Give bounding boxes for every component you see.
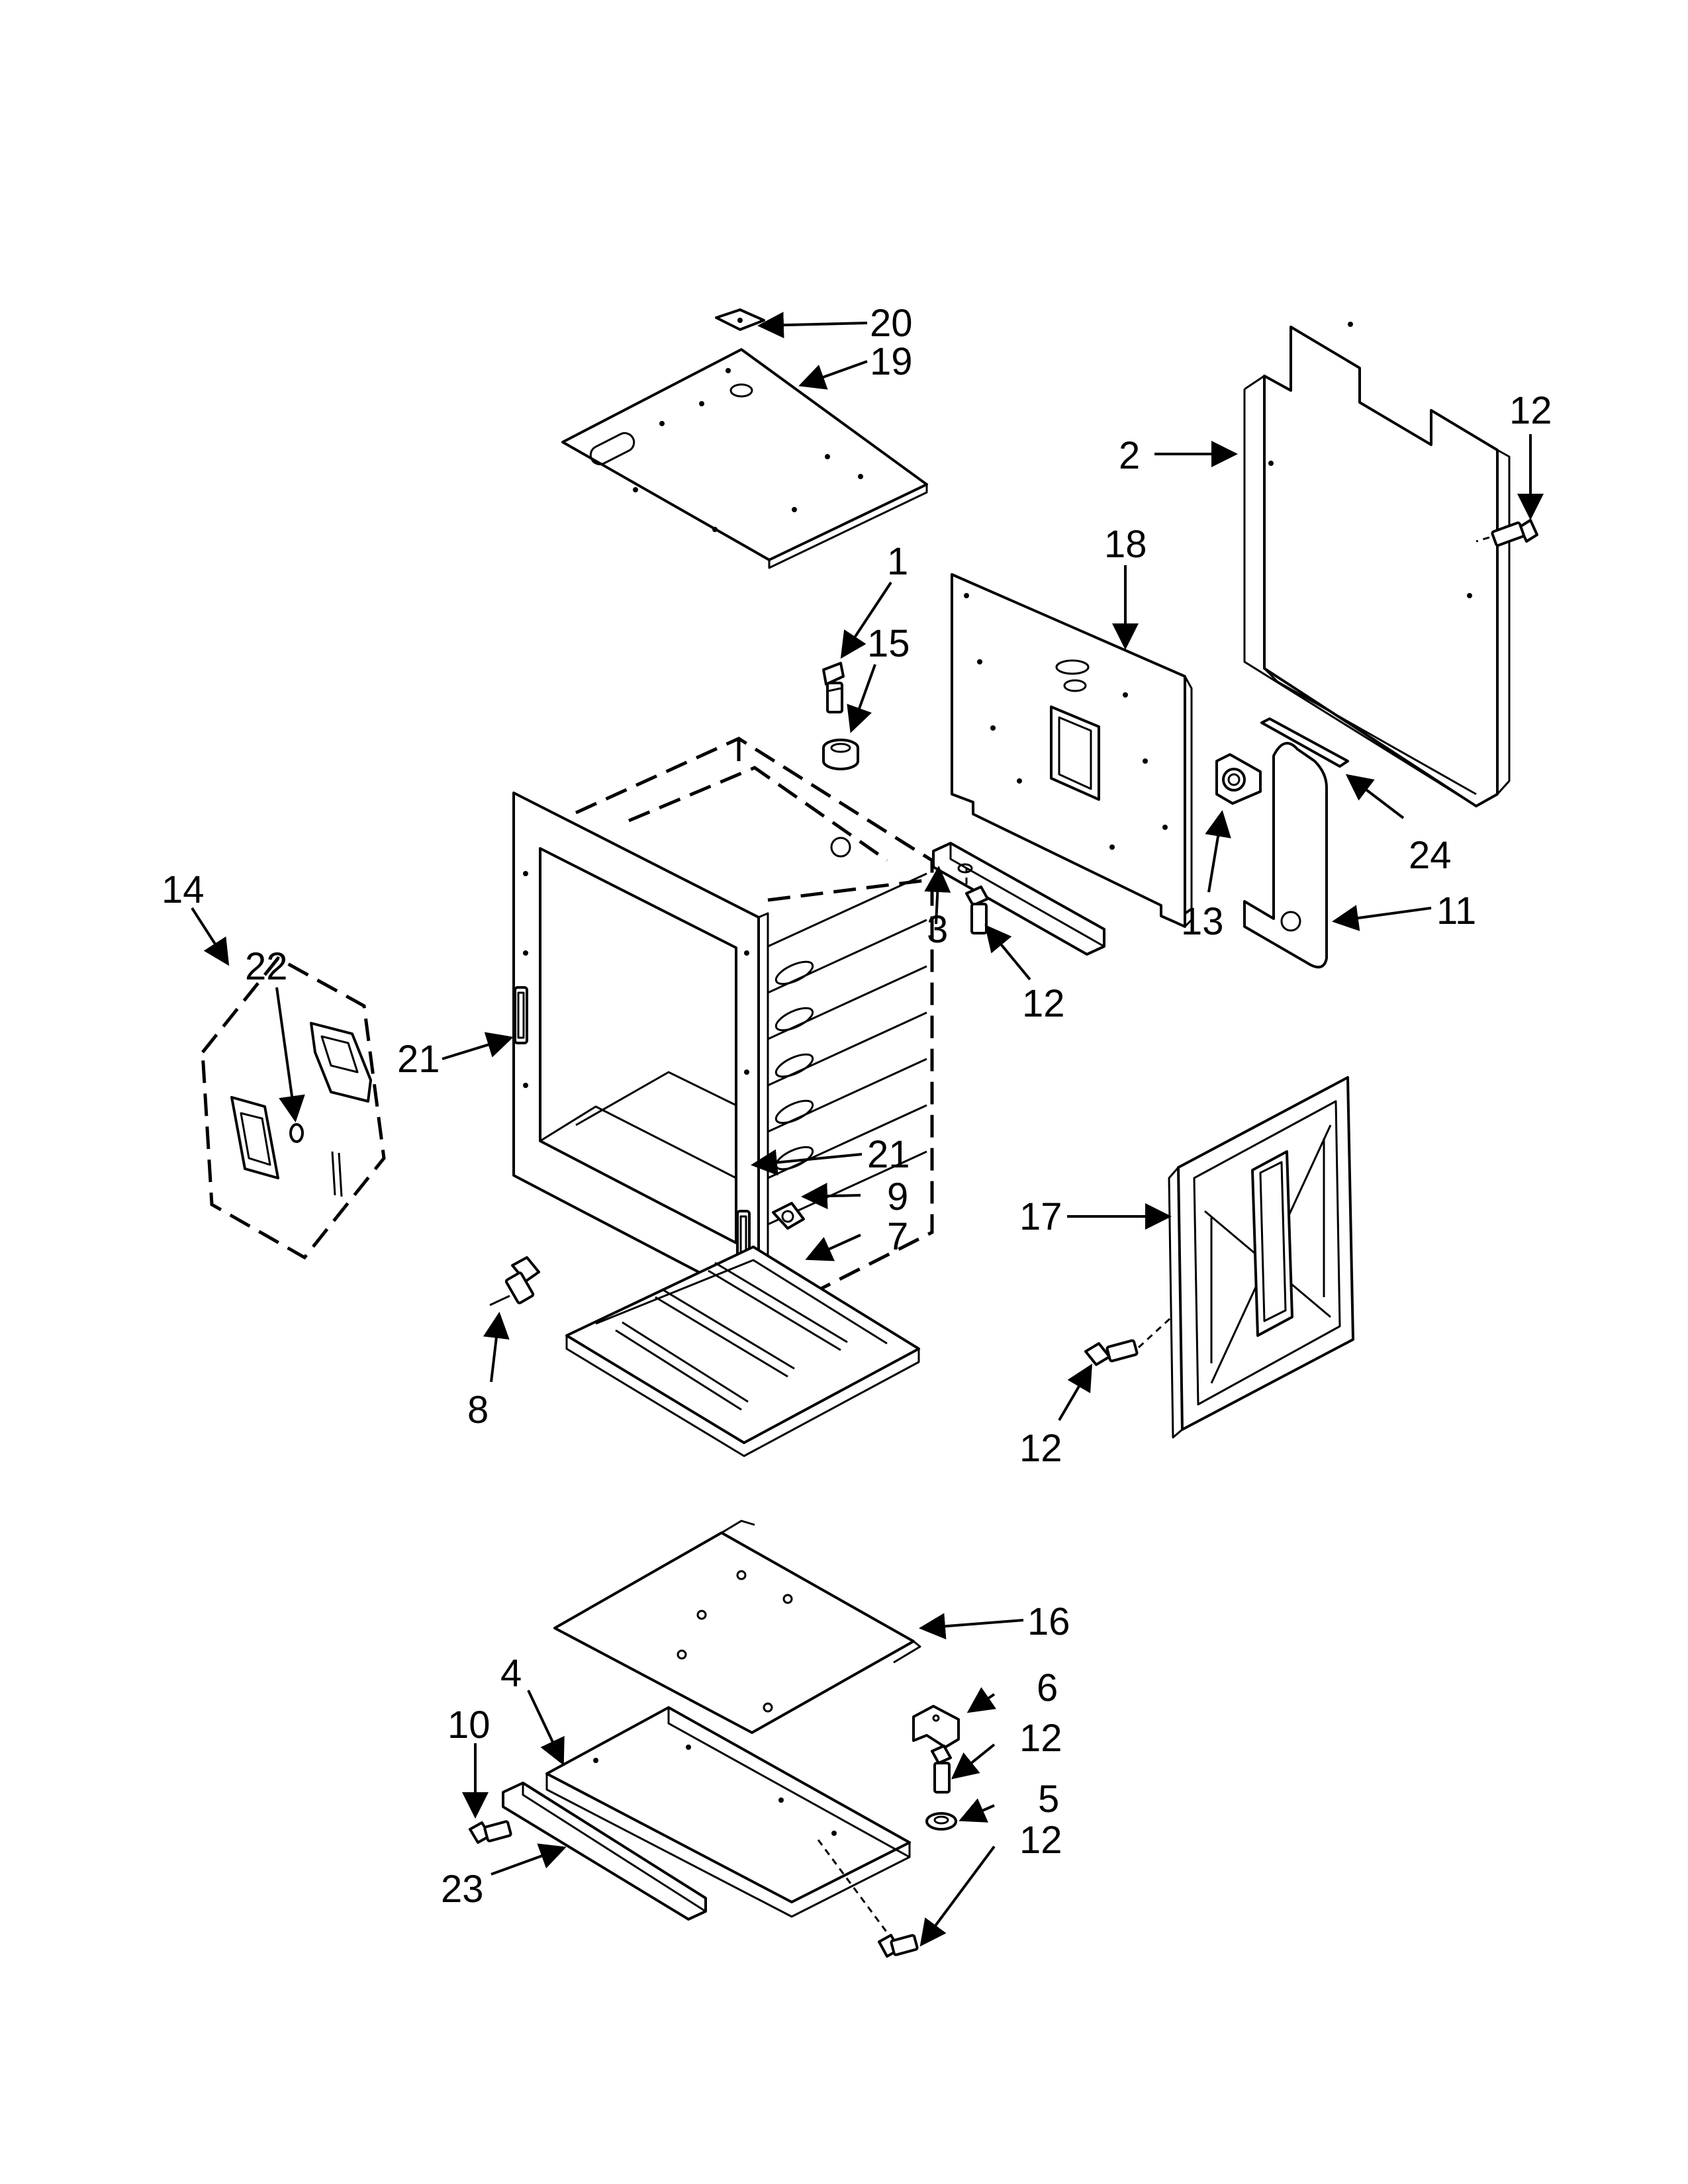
part-17-frame [1168,1076,1354,1439]
callout-17: 17 [1019,1195,1062,1238]
part-7-bottom-tray [565,1246,920,1457]
callout-12-e: 12 [1019,1819,1062,1862]
callout-7: 7 [887,1215,908,1258]
part-2-back-wrap [1243,322,1511,807]
callout-6: 6 [1037,1666,1058,1709]
callout-3: 3 [927,908,948,951]
leader-lines [191,312,1544,1947]
part-15-grommet [822,739,859,770]
callout-12-a: 12 [1509,389,1552,432]
part-12-screw-rear [965,886,989,934]
callout-12-c: 12 [1019,1427,1062,1470]
part-12-screw-bottom [878,1934,919,1958]
callout-9: 9 [887,1175,908,1218]
callout-5: 5 [1038,1778,1059,1821]
assembly-lines [817,536,1490,1933]
part-16-base-plate [553,1520,921,1734]
callout-10: 10 [447,1704,491,1747]
part-18-rear-panel [951,573,1193,928]
callout-20: 20 [870,302,913,345]
part-24-bracket [1260,717,1349,768]
callout-11: 11 [1436,889,1476,933]
callout-22: 22 [245,945,288,988]
callout-2: 2 [1119,434,1140,477]
part-1-screw [822,662,845,713]
part-8-switch [489,1256,540,1306]
part-14-light-assembly [201,956,386,1260]
callout-labels: 20 19 2 12 1 18 15 14 24 11 3 13 22 12 2… [162,302,1552,1911]
part-10-screw [469,1820,512,1844]
callout-8: 8 [467,1388,489,1432]
part-6-bracket [912,1705,960,1749]
callout-24: 24 [1409,834,1452,877]
part-19-top-panel [561,348,928,569]
callout-14: 14 [162,868,205,911]
part-12-screw-wrap [1491,519,1538,547]
callout-1: 1 [887,540,908,583]
part-12-screw-lower [931,1745,952,1794]
part-23-rail [502,1782,707,1921]
part-4-lower-frame [545,1706,911,1918]
part-5-nut [925,1812,957,1831]
callout-23: 23 [441,1868,484,1911]
callout-13: 13 [1181,900,1224,943]
callout-15: 15 [867,622,910,665]
part-21-hinge-left [514,986,528,1044]
callout-21-b: 21 [867,1133,910,1176]
part-13-sensor [1215,753,1262,805]
callout-16: 16 [1027,1600,1070,1643]
callout-4: 4 [500,1652,522,1695]
callout-21-a: 21 [397,1038,440,1081]
part-9-socket [772,1202,805,1230]
part-12-screw-frame [1084,1339,1139,1366]
callout-18: 18 [1104,523,1147,566]
callout-19: 19 [870,340,913,383]
part-20-plate [715,308,765,331]
callout-12-d: 12 [1019,1717,1062,1760]
callout-12-b: 12 [1022,982,1065,1025]
oven-cavity [512,737,934,1320]
part-11-cover [1243,742,1328,969]
